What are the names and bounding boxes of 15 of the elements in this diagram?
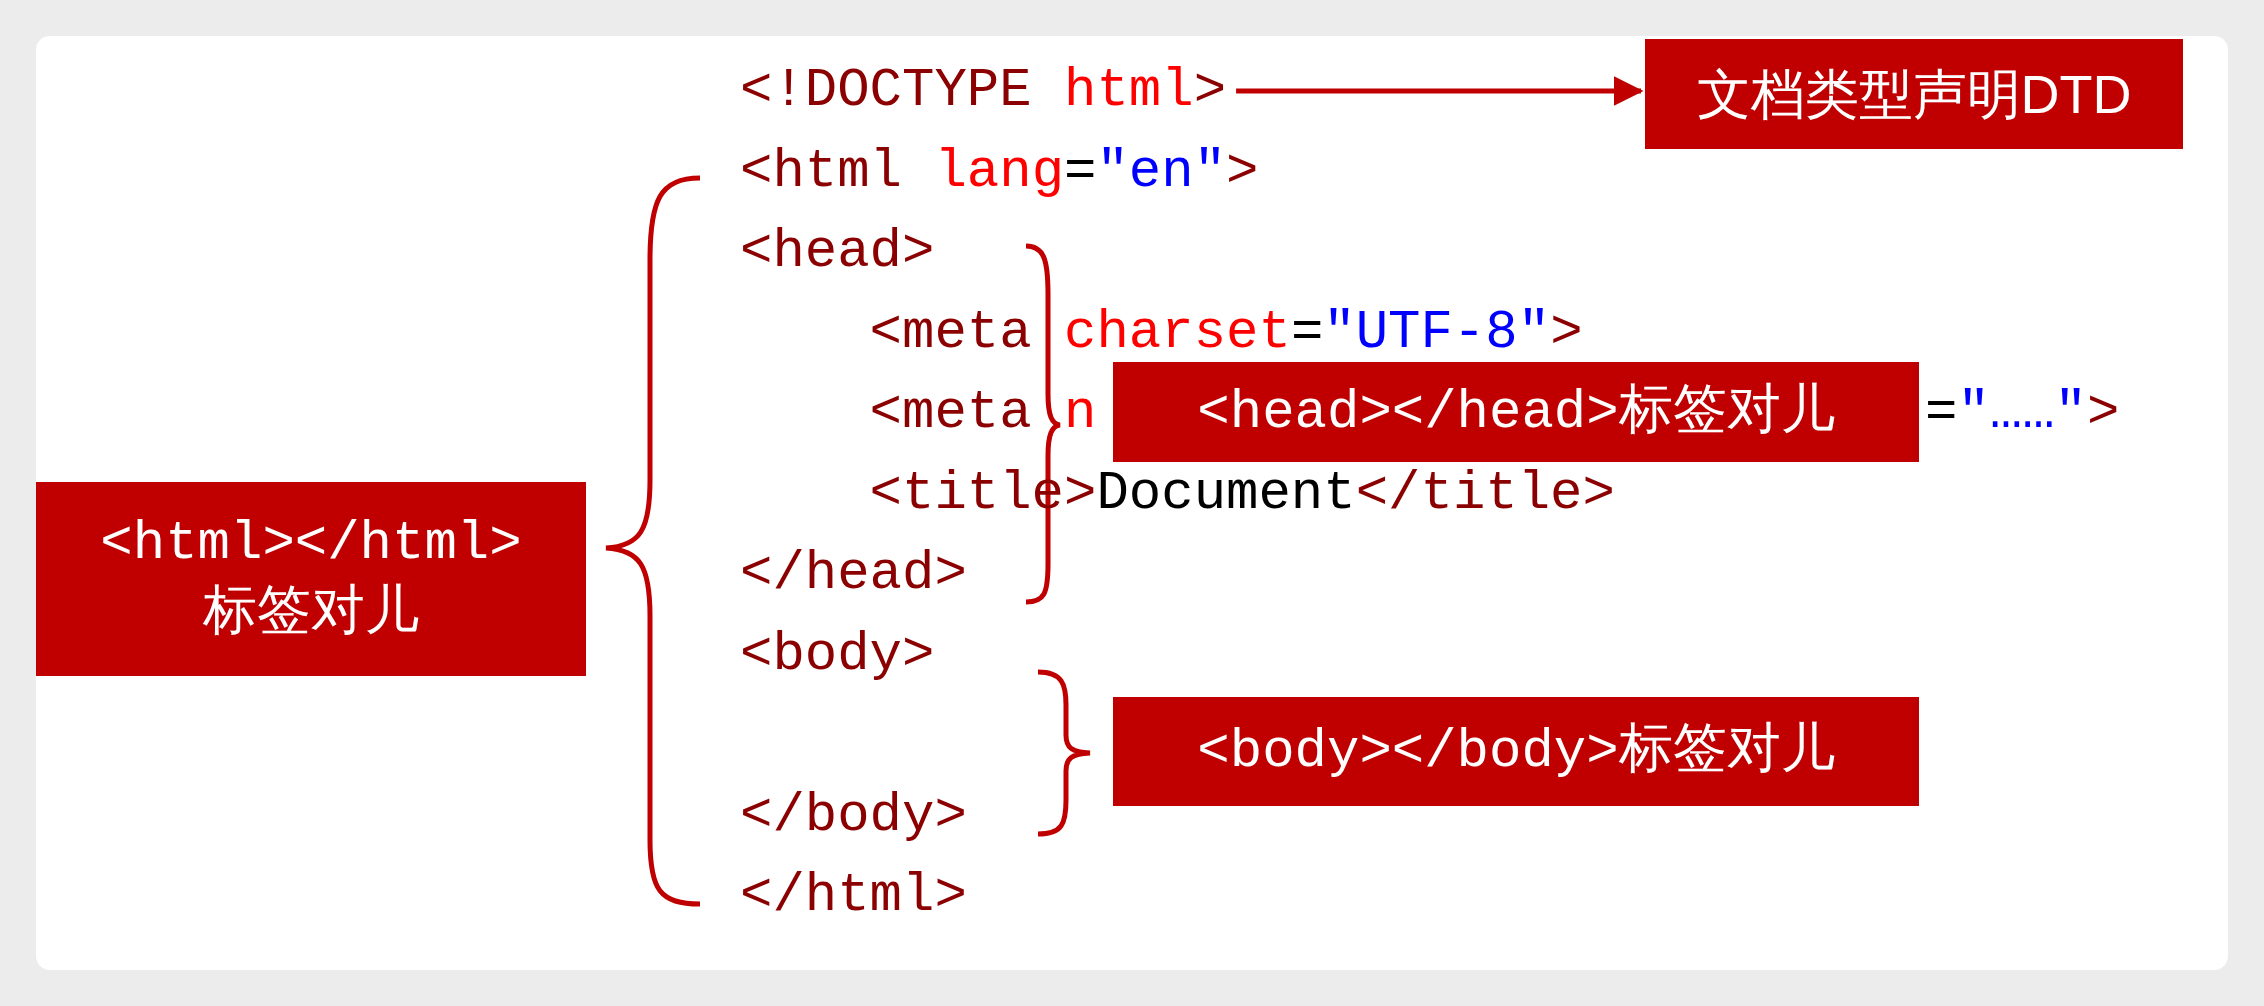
label-box: <body></body>标签对儿 — [1113, 697, 1919, 806]
code-line: <body> — [740, 627, 935, 682]
label-box: <html></html> 标签对儿 — [36, 482, 586, 676]
code-line: <meta charset="UTF-8"> — [869, 305, 1583, 360]
code-line: <head> — [740, 225, 935, 279]
arrow — [1236, 76, 1644, 106]
code-line: </html> — [740, 869, 967, 923]
label-box: 文档类型声明DTD — [1645, 39, 2183, 149]
code-line: </head> — [740, 547, 967, 601]
code-line: </body> — [740, 788, 967, 843]
code-line: ="……"> — [1925, 386, 2120, 440]
code-line: <!DOCTYPE html> — [740, 64, 1227, 118]
label-box: <head></head>标签对儿 — [1113, 362, 1919, 462]
code-line: <meta n — [869, 386, 1097, 440]
code-line: <html lang="en"> — [740, 144, 1259, 199]
